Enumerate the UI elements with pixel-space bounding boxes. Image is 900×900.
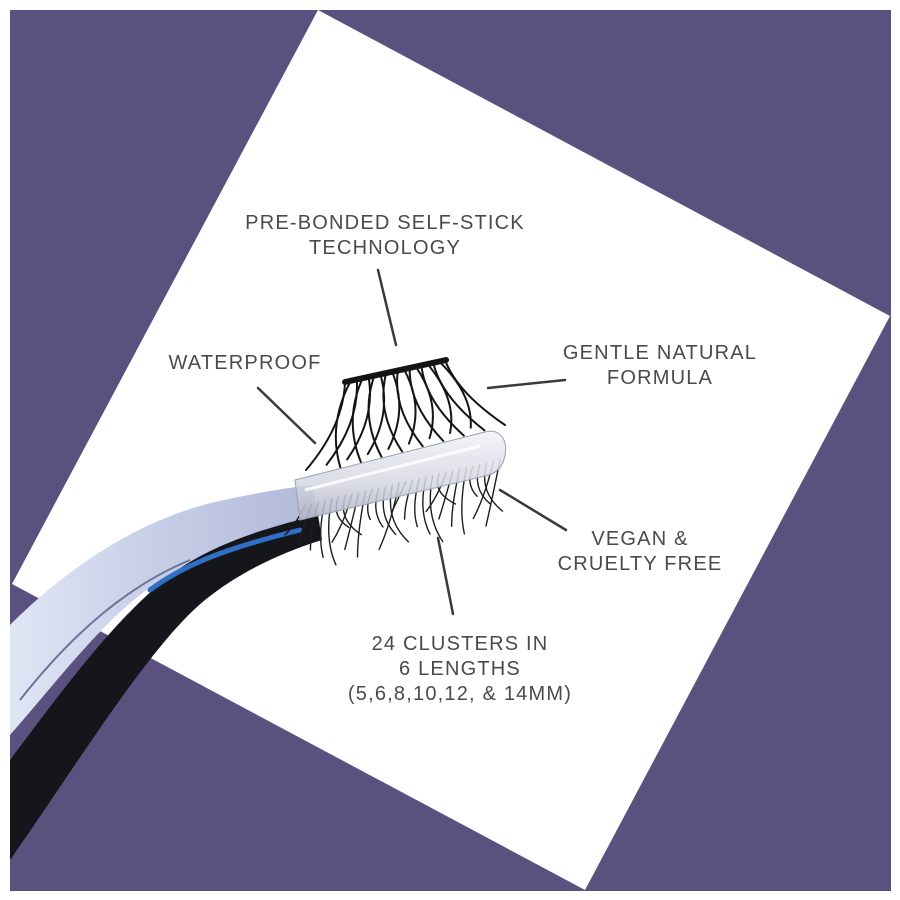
feature-clusters-line3: (5,6,8,10,12, & 14MM) bbox=[347, 683, 573, 705]
feature-gentle-line2: FORMULA bbox=[606, 367, 714, 389]
lash-fiber bbox=[444, 359, 506, 426]
leader-gentle bbox=[486, 378, 567, 390]
feature-vegan-line1: VEGAN & bbox=[591, 528, 689, 550]
lash-fiber bbox=[438, 360, 472, 429]
sleeve-highlight bbox=[304, 444, 481, 492]
lash-fiber bbox=[396, 369, 424, 448]
lash-fiber bbox=[346, 375, 372, 461]
tweezer-blue-highlight bbox=[147, 527, 303, 593]
feature-gentle-line1: GENTLE NATURAL bbox=[562, 342, 758, 364]
feature-waterproof: WATERPROOF bbox=[150, 351, 340, 376]
lash-fiber bbox=[351, 377, 364, 464]
feature-gentle: GENTLE NATURAL FORMULA bbox=[540, 341, 780, 391]
lash-fiber bbox=[366, 373, 386, 456]
tweezer bbox=[10, 485, 322, 860]
feature-prebonded: PRE-BONDED SELF-STICK TECHNOLOGY bbox=[215, 211, 555, 261]
leader-waterproof bbox=[256, 386, 317, 445]
lash-fiber bbox=[387, 370, 401, 450]
feature-vegan-line2: CRUELTY FREE bbox=[557, 553, 723, 575]
lash-fiber bbox=[414, 365, 434, 440]
leader-prebonded bbox=[376, 268, 398, 347]
lash-fiber bbox=[420, 364, 465, 437]
lash-fiber bbox=[382, 371, 404, 453]
lash-fiber bbox=[408, 366, 445, 442]
lash-fiber bbox=[334, 379, 352, 469]
lash-fibers bbox=[305, 359, 506, 471]
lash-fiber bbox=[367, 374, 383, 458]
feature-waterproof-line1: WATERPROOF bbox=[168, 352, 322, 374]
leader-clusters bbox=[436, 536, 455, 616]
lash-fiber bbox=[432, 361, 486, 432]
feature-vegan: VEGAN & CRUELTY FREE bbox=[545, 527, 735, 577]
tweezer-edge-shine bbox=[19, 559, 191, 701]
lash-fiber bbox=[402, 368, 417, 445]
feature-clusters: 24 CLUSTERS IN 6 LENGTHS (5,6,8,10,12, &… bbox=[310, 632, 610, 707]
feature-prebonded-line2: TECHNOLOGY bbox=[308, 237, 462, 259]
lash-fiber bbox=[325, 378, 358, 466]
feature-prebonded-line1: PRE-BONDED SELF-STICK bbox=[245, 212, 525, 234]
leader-vegan bbox=[498, 488, 568, 532]
lash-fiber bbox=[426, 362, 453, 434]
tweezer-dark-arm bbox=[10, 515, 322, 860]
tweezer-light-arm bbox=[10, 485, 320, 735]
feature-clusters-line2: 6 LENGTHS bbox=[399, 658, 521, 680]
lash-fiber bbox=[305, 381, 346, 471]
leader-lines bbox=[256, 268, 568, 616]
feature-clusters-line1: 24 CLUSTERS IN bbox=[371, 633, 549, 655]
